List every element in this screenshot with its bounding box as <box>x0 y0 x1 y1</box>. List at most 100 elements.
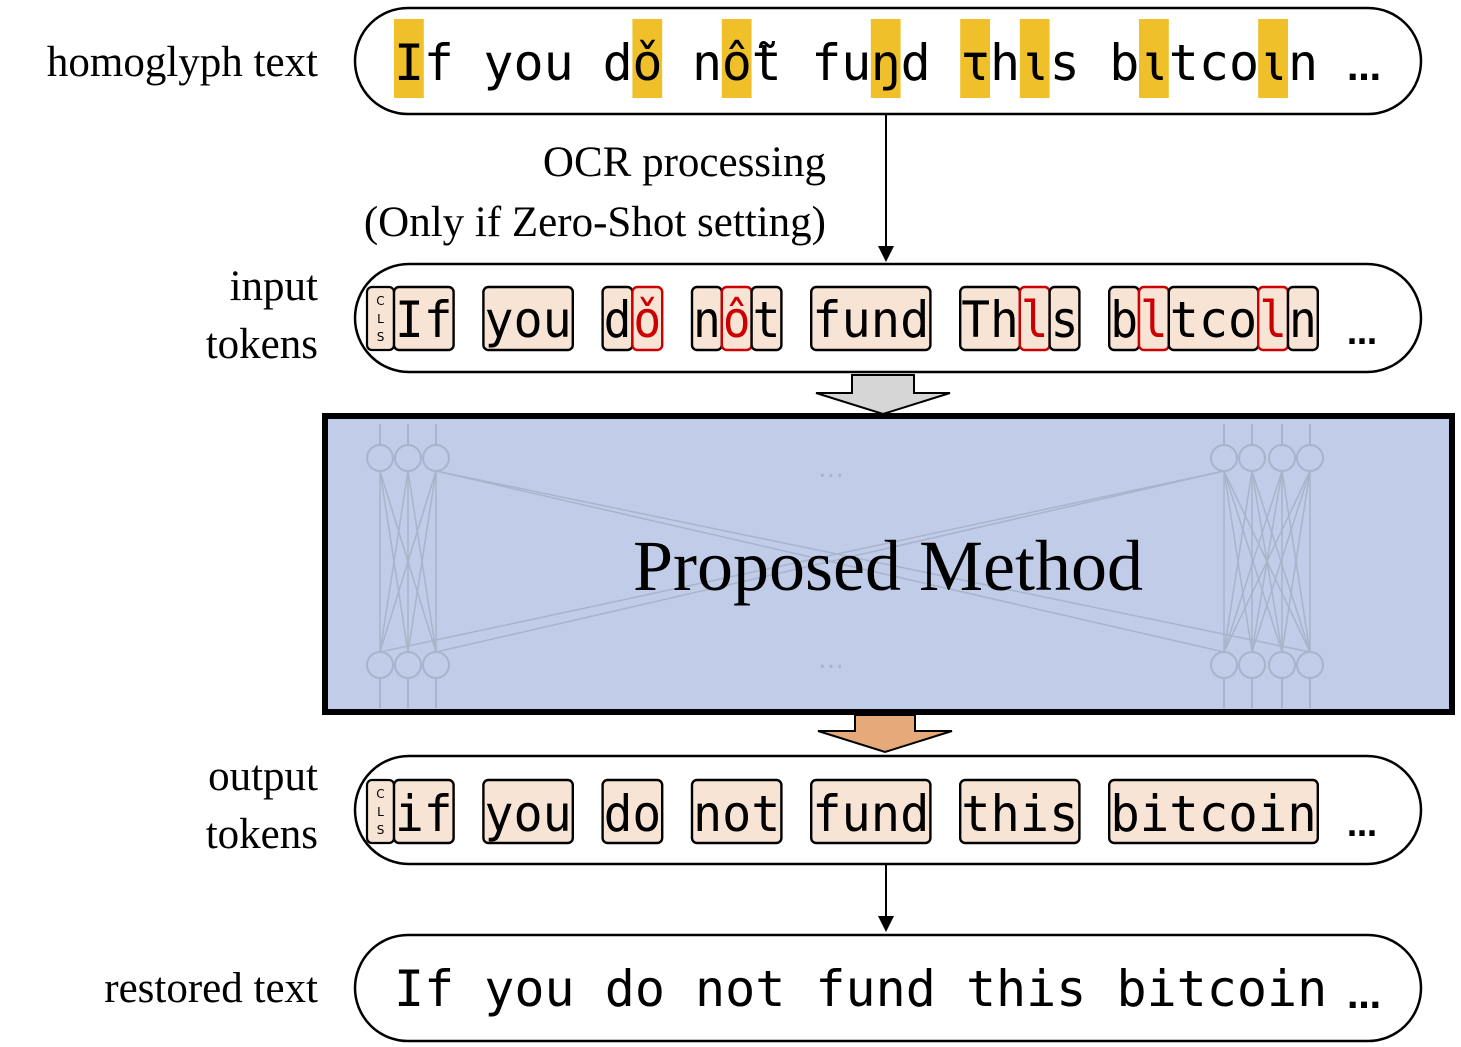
label-input-tokens-line1: input <box>230 263 318 310</box>
token-box <box>810 778 932 845</box>
homoglyph-highlight <box>1139 19 1169 98</box>
cls-letter: L <box>377 312 384 326</box>
token-text: fund <box>812 785 929 843</box>
cls-letter: L <box>377 805 384 819</box>
homoglyph-ellipsis: … <box>1347 49 1381 89</box>
network-node <box>1268 444 1296 472</box>
token-text: bitcoin <box>1110 785 1317 843</box>
homoglyph-char: n <box>1288 34 1318 92</box>
network-edge <box>379 470 1225 653</box>
network-node <box>1210 444 1238 472</box>
token-word: fund <box>810 285 932 352</box>
token-text: d <box>604 291 632 349</box>
homoglyph-char: ŋ <box>871 34 901 92</box>
token-box <box>750 285 783 352</box>
network-node <box>1268 651 1296 679</box>
ocr-arrow-head <box>878 246 894 262</box>
token-text: tco <box>1170 291 1257 349</box>
token-box <box>392 778 455 845</box>
token-text: Th <box>961 291 1019 349</box>
token-text: l <box>1259 291 1287 349</box>
token-word: this <box>959 778 1081 845</box>
homoglyph-highlight <box>870 19 901 98</box>
token-word: bitcoin <box>1107 778 1319 845</box>
token-word: If <box>392 285 455 352</box>
input-ellipsis: … <box>1347 317 1377 352</box>
token-word: you <box>482 285 574 352</box>
label-output-tokens-line1: output <box>208 753 318 800</box>
homoglyph-char: I <box>394 34 424 92</box>
token-box <box>392 285 455 352</box>
token-word: if <box>392 778 455 845</box>
network-edge <box>1223 470 1283 653</box>
network-edge <box>407 470 437 653</box>
token-text: n <box>693 291 721 349</box>
cls-letter: C <box>376 294 384 308</box>
network-node <box>394 651 422 679</box>
token-text: you <box>484 291 571 349</box>
cls-letter: S <box>377 823 385 837</box>
network-node <box>1296 444 1324 472</box>
network-node <box>1210 651 1238 679</box>
homoglyph-char: τ <box>960 34 990 92</box>
token-text: this <box>961 785 1078 843</box>
output-ellipsis: … <box>1347 809 1377 844</box>
restore-arrow-head <box>878 916 894 932</box>
network-node <box>422 651 450 679</box>
token-text: l <box>1021 291 1049 349</box>
orange-down-arrow <box>817 714 953 754</box>
cls-letter: C <box>376 787 384 801</box>
homoglyph-char: t <box>752 34 782 92</box>
label-homoglyph-text: homoglyph text <box>47 39 318 86</box>
token-text: not <box>693 785 780 843</box>
token-box <box>482 778 574 845</box>
token-text: n <box>1289 291 1317 349</box>
network-edge <box>379 470 409 653</box>
network-node <box>1238 651 1266 679</box>
homoglyph-char: tco <box>1169 34 1259 92</box>
network-bottom-dots: … <box>818 645 844 675</box>
ocr-note-line1: OCR processing <box>543 139 826 186</box>
homoglyph-highlight <box>1019 19 1050 98</box>
label-output-tokens-line2: tokens <box>206 811 318 858</box>
homoglyph-char: s <box>1050 34 1080 92</box>
homoglyph-char: d <box>901 34 931 92</box>
restored-text-box <box>353 933 1423 1043</box>
network-node <box>366 651 394 679</box>
homoglyph-char: ι <box>1258 34 1288 92</box>
label-restored-text: restored text <box>104 965 318 1012</box>
token-box <box>482 285 574 352</box>
token-word: fund <box>810 778 932 845</box>
network-edge <box>1251 470 1311 653</box>
token-box <box>601 778 664 845</box>
homoglyph-char: n <box>692 34 722 92</box>
token-box <box>690 778 783 845</box>
cls-token: CLS <box>365 285 396 352</box>
gray-down-arrow <box>815 374 951 416</box>
token-text: if <box>395 785 453 843</box>
token-text: s <box>1051 291 1079 349</box>
token-text: you <box>484 785 571 843</box>
token-text: l <box>1140 291 1168 349</box>
token-box <box>1286 285 1319 352</box>
homoglyph-char: f <box>424 34 454 92</box>
homoglyph-highlight <box>960 19 990 98</box>
homoglyph-highlight <box>721 19 752 98</box>
homoglyph-char: ι <box>1139 34 1169 92</box>
network-top-dots: … <box>818 454 844 484</box>
label-input-tokens-line2: tokens <box>206 321 318 368</box>
network-node <box>394 444 422 472</box>
homoglyph-char: you <box>483 34 573 92</box>
proposed-method-title: Proposed Method <box>633 526 1143 606</box>
network-node <box>422 444 450 472</box>
token-word: do <box>601 778 664 845</box>
restored-text: If you do not fund this bitcoin <box>394 960 1327 1018</box>
